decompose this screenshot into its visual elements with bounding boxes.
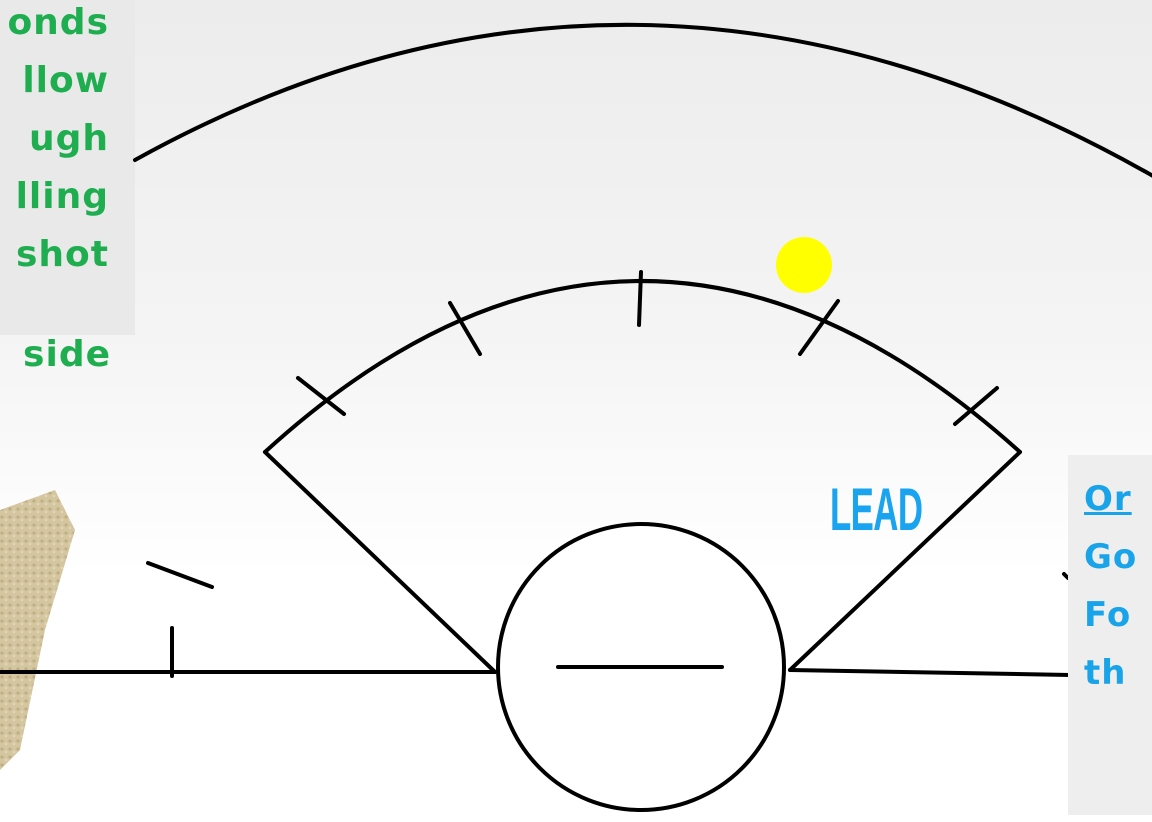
right-note-line-2: Go [1084,537,1137,577]
left-dash [148,563,212,587]
right-note-line-1[interactable]: Or [1084,479,1132,519]
tick-2 [450,303,480,354]
right-note-line-3: Fo [1084,595,1131,635]
tick-3 [639,272,641,325]
ball-marker [776,237,832,293]
ground-line-right [790,670,1070,675]
infield-arc [265,281,1020,452]
right-text-panel: Or Go Fo th [1068,455,1152,815]
right-note-line-4: th [1084,653,1126,693]
infield-left-line [265,452,495,672]
tick-5 [955,388,997,424]
tick-1 [298,378,344,414]
lead-label: LEAD [830,480,922,540]
tick-4 [800,301,838,354]
outfield-arc [135,25,1152,180]
